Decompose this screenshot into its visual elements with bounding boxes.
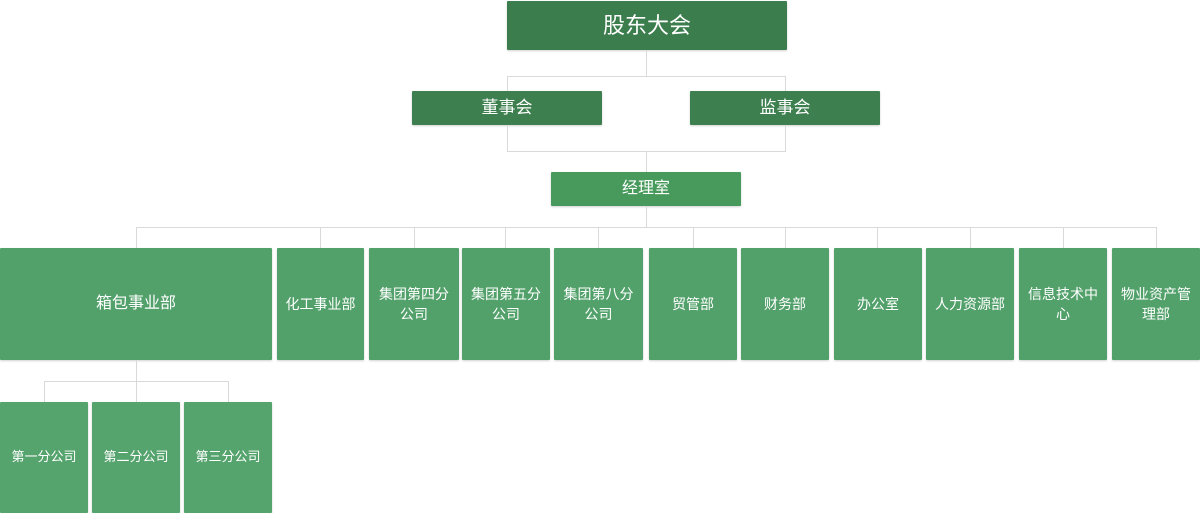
connector-stem-shareholders — [646, 50, 647, 76]
node-department-office[interactable]: 办公室 — [834, 248, 922, 360]
node-board-of-supervisors-label: 监事会 — [759, 97, 811, 117]
node-department-label: 人力资源部 — [935, 295, 1005, 312]
node-department-group-fifth-branch[interactable]: 集团第五分公司 — [462, 248, 550, 360]
connector-drop-board-directors — [507, 76, 508, 91]
connector-drop-dept-3 — [505, 227, 506, 248]
node-subsidiary-label: 第三分公司 — [195, 449, 261, 465]
connector-drop-dept-10 — [1156, 227, 1157, 248]
node-department-label: 信息技术中心 — [1028, 285, 1098, 322]
connector-drop-dept-0 — [136, 227, 137, 248]
node-board-of-directors[interactable]: 董事会 — [412, 91, 602, 125]
node-department-label: 集团第八分公司 — [563, 285, 634, 322]
connector-drop-dept-1 — [320, 227, 321, 248]
node-department-label: 贸管部 — [672, 295, 714, 312]
connector-drop-sub-2 — [228, 381, 229, 402]
node-managers-office-label: 经理室 — [621, 180, 670, 198]
node-managers-office[interactable]: 经理室 — [551, 172, 741, 206]
connector-drop-sub-1 — [136, 381, 137, 402]
node-department-label: 办公室 — [857, 295, 899, 312]
connector-bus-departments — [136, 227, 1156, 228]
connector-drop-dept-9 — [1063, 227, 1064, 248]
node-subsidiary-label: 第一分公司 — [11, 449, 77, 465]
node-shareholders-meeting[interactable]: 股东大会 — [507, 1, 787, 50]
node-department-label: 箱包事业部 — [95, 295, 176, 313]
node-subsidiary-second-branch[interactable]: 第二分公司 — [92, 402, 180, 513]
node-department-finance[interactable]: 财务部 — [741, 248, 829, 360]
node-department-information-technology-center[interactable]: 信息技术中心 — [1019, 248, 1107, 360]
connector-drop-sub-0 — [44, 381, 45, 402]
node-department-group-fourth-branch[interactable]: 集团第四分公司 — [369, 248, 459, 360]
connector-stem-luggage-division — [136, 360, 137, 381]
node-department-chemical-division[interactable]: 化工事业部 — [277, 248, 364, 360]
node-department-label: 集团第五分公司 — [471, 285, 541, 322]
node-subsidiary-first-branch[interactable]: 第一分公司 — [0, 402, 88, 513]
node-department-trade-management[interactable]: 贸管部 — [649, 248, 737, 360]
node-board-of-directors-label: 董事会 — [481, 97, 533, 117]
connector-drop-dept-5 — [693, 227, 694, 248]
connector-stem-board-supervisors — [785, 125, 786, 151]
node-shareholders-meeting-label: 股东大会 — [602, 12, 691, 38]
node-department-human-resources[interactable]: 人力资源部 — [926, 248, 1014, 360]
node-department-group-eighth-branch[interactable]: 集团第八分公司 — [554, 248, 643, 360]
connector-drop-dept-2 — [414, 227, 415, 248]
connector-drop-board-supervisors — [785, 76, 786, 91]
node-department-label: 物业资产管理部 — [1121, 285, 1191, 322]
node-subsidiary-third-branch[interactable]: 第三分公司 — [184, 402, 272, 513]
connector-drop-dept-7 — [877, 227, 878, 248]
node-department-property-asset-management[interactable]: 物业资产管理部 — [1112, 248, 1200, 360]
connector-drop-dept-4 — [598, 227, 599, 248]
node-department-label: 化工事业部 — [285, 295, 356, 312]
connector-stem-managers-office — [646, 206, 647, 227]
connector-bus-level2 — [507, 76, 786, 77]
node-department-luggage-division[interactable]: 箱包事业部 — [0, 248, 272, 360]
node-department-label: 财务部 — [764, 295, 806, 312]
connector-stem-board-directors — [507, 125, 508, 151]
connector-drop-dept-8 — [970, 227, 971, 248]
node-department-label: 集团第四分公司 — [379, 285, 449, 322]
connector-drop-managers-office — [646, 151, 647, 172]
node-subsidiary-label: 第二分公司 — [103, 449, 169, 465]
node-board-of-supervisors[interactable]: 监事会 — [690, 91, 880, 125]
connector-drop-dept-6 — [785, 227, 786, 248]
